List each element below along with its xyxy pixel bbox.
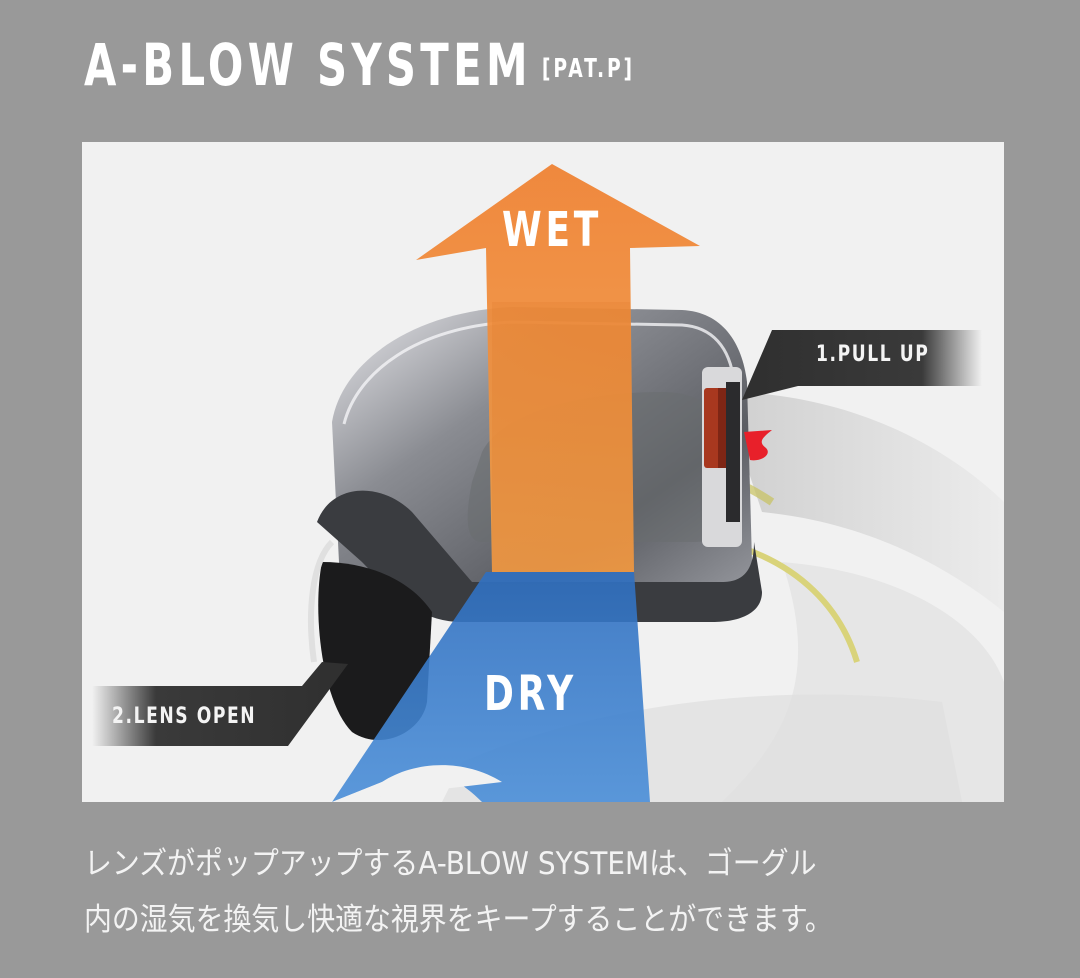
goggle-illustration: WET DRY 1.PULL UP 2.LENS OPEN <box>82 142 1004 802</box>
patent-tag: [PAT.P] <box>541 53 635 84</box>
callout-pull-up: 1.PULL UP <box>816 342 961 367</box>
goggle-diagram-graphic <box>92 164 1004 802</box>
description-line-2: 内の湿気を換気し快適な視界をキープすることができます。 <box>84 902 833 938</box>
description: レンズがポップアップするA-BLOW SYSTEMは、ゴーグル 内の湿気を換気し… <box>84 836 1044 948</box>
page-title: A-BLOW SYSTEM [PAT.P] <box>84 30 635 104</box>
description-line-1: レンズがポップアップするA-BLOW SYSTEMは、ゴーグル <box>84 846 817 882</box>
callout-lens-open-label: 2.LENS OPEN <box>112 704 257 729</box>
wet-arrow-label: WET <box>502 202 603 258</box>
callout-pull-up-label: 1.PULL UP <box>816 342 930 367</box>
callout-lens-open: 2.LENS OPEN <box>112 704 297 729</box>
dry-arrow-label: DRY <box>484 666 577 722</box>
title-text: A-BLOW SYSTEM <box>84 31 532 99</box>
